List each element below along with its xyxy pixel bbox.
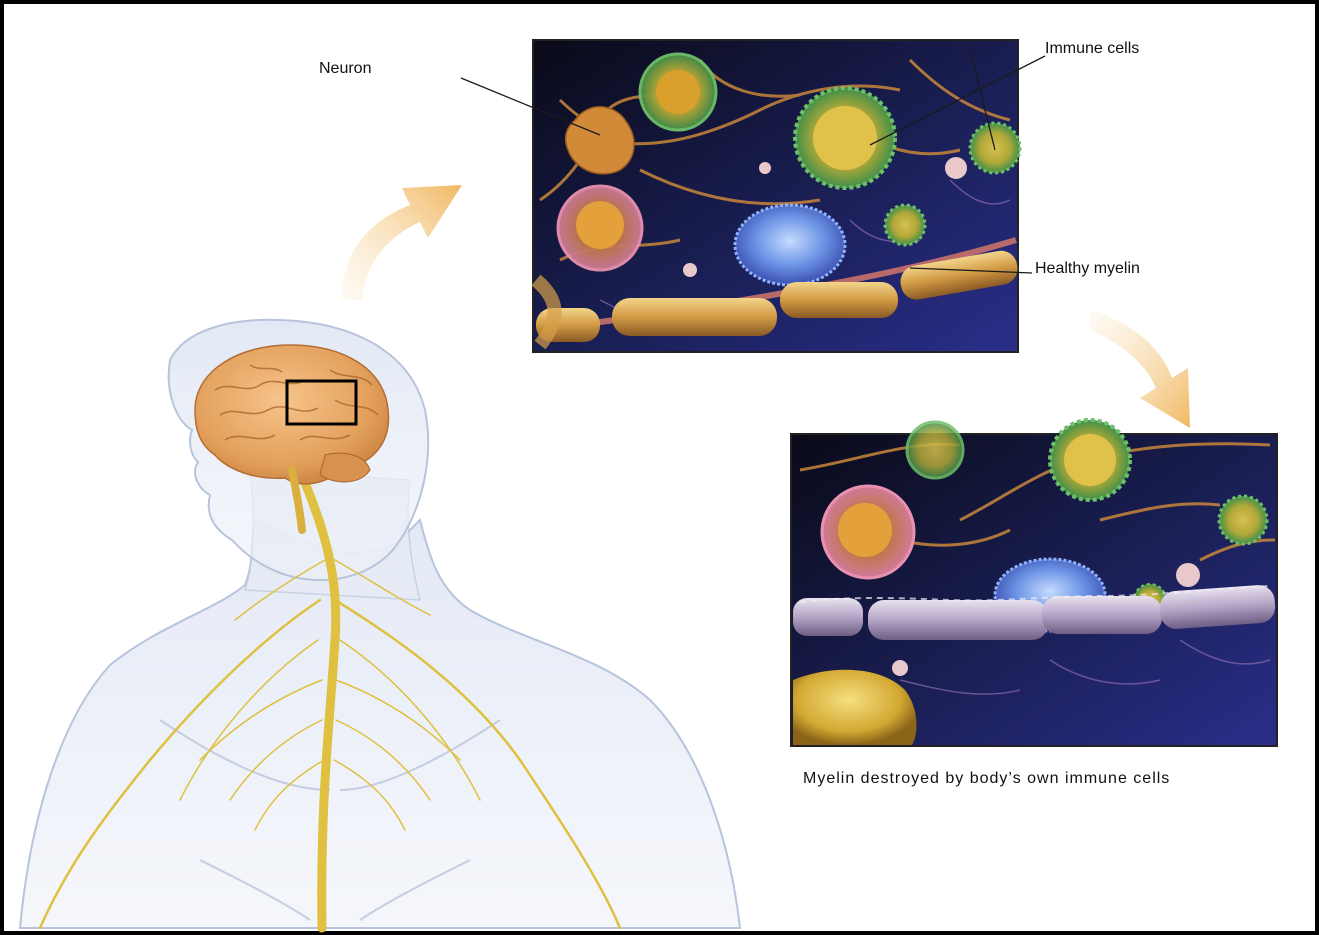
curved-arrow-up	[342, 185, 462, 300]
damaged-myelin-caption: Myelin destroyed by body’s own immune ce…	[803, 770, 1170, 788]
curved-arrow-down	[1090, 310, 1190, 428]
damaged-myelin-panel	[791, 420, 1277, 746]
neuron-label: Neuron	[319, 60, 371, 78]
healthy-myelin-label: Healthy myelin	[1035, 260, 1140, 278]
healthy-myelin-panel	[533, 40, 1020, 352]
immune-cells-label: Immune cells	[1045, 40, 1139, 58]
